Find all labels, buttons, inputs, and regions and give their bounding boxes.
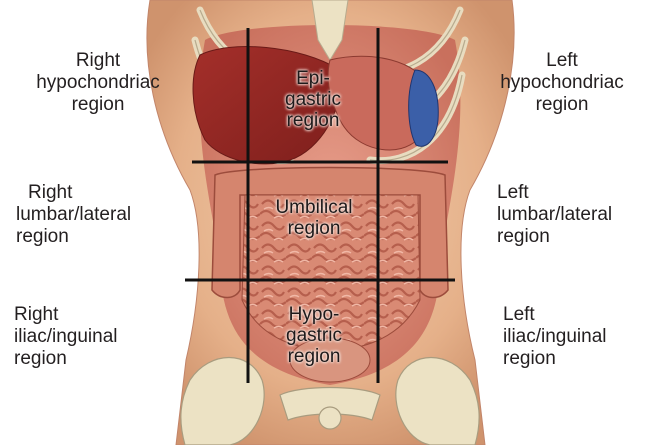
- label-left-iliac: Left iliac/inguinal region: [503, 304, 658, 370]
- label-right-iliac: Right iliac/inguinal region: [14, 304, 184, 370]
- label-epigastric: Epi- gastric region: [268, 68, 358, 131]
- label-hypogastric: Hypo- gastric region: [268, 304, 360, 367]
- label-right-lumbar: Right lumbar/lateral region: [16, 182, 186, 248]
- label-umbilical: Umbilical region: [258, 197, 370, 239]
- label-left-lumbar: Left lumbar/lateral region: [497, 182, 659, 248]
- label-left-hypochondriac: Left hypochondriac region: [472, 50, 652, 116]
- label-right-hypochondriac: Right hypochondriac region: [8, 50, 188, 116]
